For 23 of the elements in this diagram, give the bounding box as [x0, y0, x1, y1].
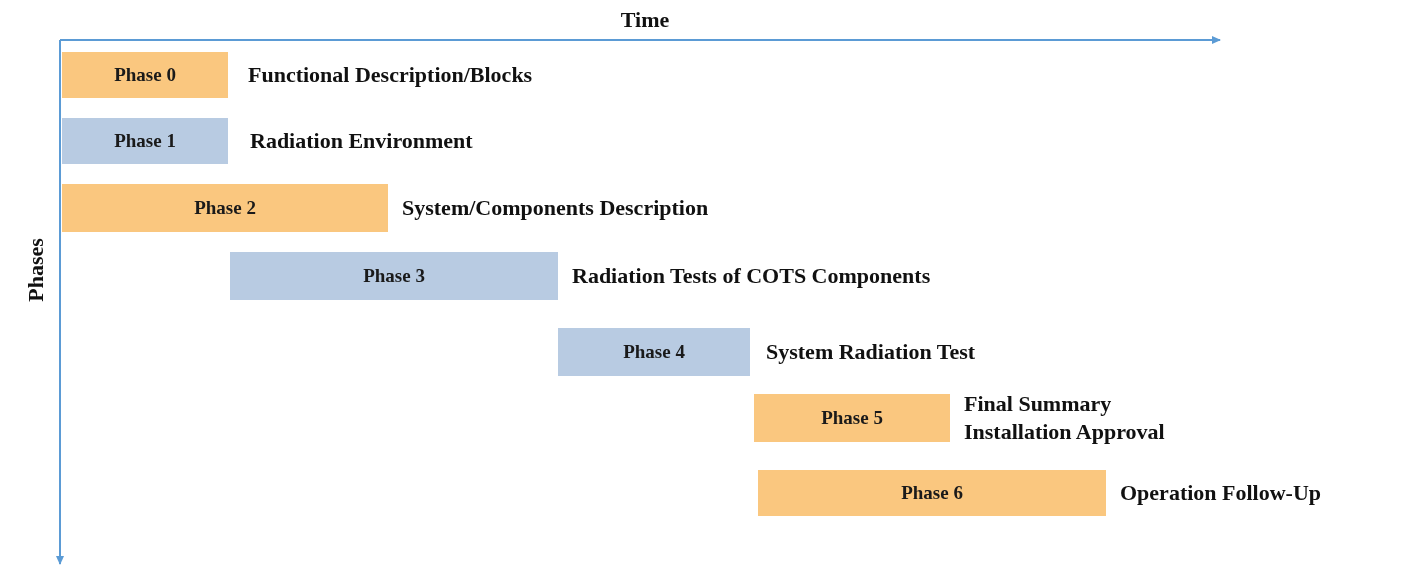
phase-description: Radiation Tests of COTS Components: [572, 262, 931, 290]
phase-label: Phase 4: [623, 341, 685, 363]
phase-label: Phase 0: [114, 64, 176, 86]
axis-title: Time: [620, 7, 670, 33]
phase-description: Operation Follow-Up: [1120, 479, 1322, 507]
phase-label: Phase 5: [821, 407, 883, 429]
axis-title: Phases: [23, 238, 49, 302]
phase-bar: [230, 252, 558, 300]
phase-description: System Radiation Test: [766, 338, 976, 366]
phase-description: Final Summary Installation Approval: [964, 390, 1166, 446]
phase-bar: [754, 394, 950, 442]
phase-description: Functional Description/Blocks: [248, 61, 533, 89]
phase-bar: [62, 184, 388, 232]
phase-label: Phase 2: [194, 197, 256, 219]
phase-description: Radiation Environment: [250, 127, 473, 155]
phase-bar: [62, 52, 228, 98]
phase-bar: [758, 470, 1106, 516]
phase-bar: [62, 118, 228, 164]
phase-label: Phase 1: [114, 130, 176, 152]
phase-description: System/Components Description: [402, 194, 709, 222]
phase-label: Phase 3: [363, 265, 425, 287]
phase-bar: [558, 328, 750, 376]
phase-label: Phase 6: [901, 482, 963, 504]
